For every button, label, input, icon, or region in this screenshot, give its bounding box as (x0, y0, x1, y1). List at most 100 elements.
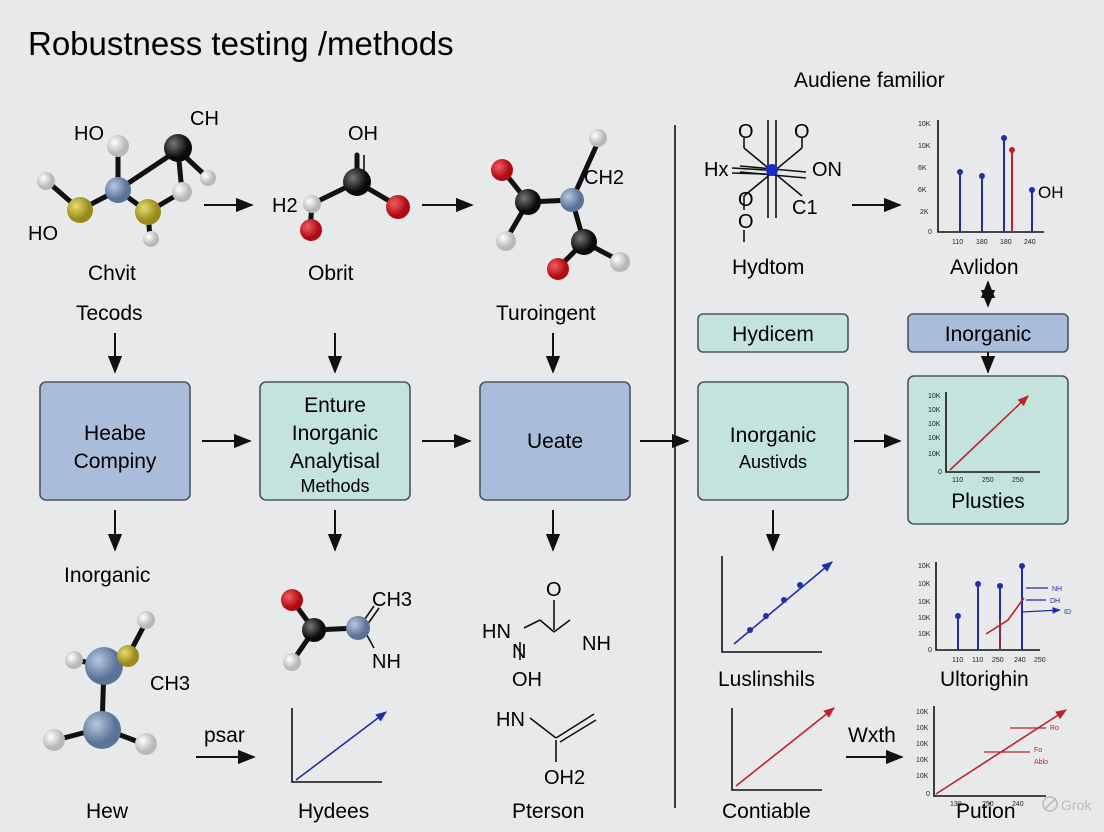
box-ueate: Ueate (479, 381, 631, 501)
atom-label: O (738, 189, 754, 211)
tick-label: 10K (918, 563, 931, 570)
atom-label: CH2 (584, 167, 624, 189)
atom-label: H2 (272, 195, 298, 217)
atom-label: C1 (792, 197, 818, 219)
tick-label: 110 (952, 477, 963, 484)
box-line: Inorganic (730, 424, 816, 447)
tick-label: 10K (928, 451, 941, 458)
atom-label: CH3 (150, 673, 190, 695)
box-line: Austivds (739, 452, 807, 472)
tick-label: 250 (1012, 477, 1024, 484)
caption-c1-below: Inorganic (64, 564, 150, 587)
legend-label: ID (1064, 609, 1071, 616)
box-inorganic-austivds: Inorganic Austivds (697, 381, 849, 501)
plot-c2-bottom (291, 708, 387, 783)
legend-label: DH (1050, 598, 1060, 605)
tick-label: 10K (916, 773, 929, 780)
tick-label: 10K (928, 421, 941, 428)
box-line: Inorganic (292, 422, 378, 445)
box-heabe-compiny: Heabe Compiny (39, 381, 191, 501)
caption-c5-1: Avlidon (950, 256, 1019, 279)
caption-c2-bottom: Hydees (298, 800, 369, 823)
atom-label: Hx (704, 159, 728, 181)
molecule-c2-top: OH H2 (272, 123, 410, 241)
structure-c3-bottom: HN OH2 (496, 709, 597, 789)
tick-label: 240 (1012, 801, 1024, 808)
caption-c3-2: Turoingent (496, 302, 596, 325)
caption-c4-1: Hydtom (732, 256, 804, 279)
box-inorganic-c5: Inorganic (907, 313, 1069, 353)
atom-label: O (738, 121, 754, 143)
tick-label: 180 (1000, 239, 1012, 246)
molecule-c2-bottom: CH3 NH (281, 589, 412, 673)
tick-label: 0 (938, 469, 942, 476)
molecule-c3-top: CH2 (491, 129, 630, 280)
box-line: Compiny (74, 450, 157, 473)
tick-label: 0 (928, 229, 932, 236)
tick-label: 240 (1024, 239, 1036, 246)
tick-label: 6K (918, 165, 927, 172)
structure-c4-top: O O Hx ON O C1 O (704, 120, 842, 242)
tick-label: 10K (916, 757, 929, 764)
atom-label: N (512, 641, 526, 663)
legend-label: Ro (1050, 725, 1059, 732)
tick-label: 10K (918, 615, 931, 622)
atom-label: OH2 (544, 767, 585, 789)
diagram-title: Robustness testing /methods (28, 25, 454, 62)
legend-label: NH (1052, 586, 1062, 593)
plot-c4-mid (721, 556, 833, 653)
tick-label: 0 (928, 647, 932, 654)
atom-label: NH (372, 651, 401, 673)
molecule-c1-bottom: CH3 (43, 611, 190, 755)
tick-label: 10K (916, 709, 929, 716)
tick-label: 10K (928, 435, 941, 442)
tick-label: 10K (918, 581, 931, 588)
box-plusties: 10K 10K 10K 10K 10K 0 110 250 250 Plusti… (907, 375, 1069, 525)
caption-c5-plot: Ultorighin (940, 668, 1029, 691)
atom-label: HO (74, 123, 104, 145)
plot-c5-bottom: Ro Fo Ablo 10K 10K 10K 10K 10K 0 130 250… (916, 706, 1067, 808)
caption-c5-bottom: Pution (956, 800, 1016, 823)
tick-label: 10K (916, 725, 929, 732)
atom-label: O (546, 579, 562, 601)
tick-label: 10K (918, 631, 931, 638)
tick-label: 110 (952, 657, 963, 664)
tick-label: 110 (972, 657, 983, 664)
tick-label: 10K (928, 407, 941, 414)
atom-label: O (794, 121, 810, 143)
tick-label: 240 (1014, 657, 1026, 664)
atom-label: OH (512, 669, 542, 691)
tick-label: 250 (982, 801, 994, 808)
box-line: Inorganic (945, 323, 1031, 346)
tick-label: 0 (926, 791, 930, 798)
plot-c5-top: OH 10K 10K 6K 6K 2K 0 110 180 180 240 (918, 120, 1064, 246)
tick-label: 180 (976, 239, 988, 246)
tick-label: 10K (918, 143, 931, 150)
box-line: Enture (304, 394, 366, 417)
atom-label: O (738, 211, 754, 233)
tick-label: 10K (918, 599, 931, 606)
tick-label: 130 (950, 801, 962, 808)
box-hydicem: Hydicem (697, 313, 849, 353)
y-ticks: 10K 10K 6K 6K 2K 0 (918, 121, 932, 236)
tick-label: 110 (952, 239, 963, 246)
plot-label: OH (1038, 183, 1064, 202)
grok-watermark: Grok (1042, 796, 1092, 813)
atom-label: CH (190, 108, 219, 130)
box-line: Ueate (527, 430, 583, 453)
tick-label: 250 (992, 657, 1004, 664)
caption-c3-bottom: Pterson (512, 800, 584, 823)
box-line: Hydicem (732, 323, 814, 346)
atom-label: CH3 (372, 589, 412, 611)
caption-c1-bottom: Hew (86, 800, 129, 823)
legend-label: Ablo (1034, 759, 1048, 766)
atom-label: ON (812, 159, 842, 181)
caption-c1-1: Chvit (88, 262, 136, 285)
plot-c4-bottom (731, 707, 835, 791)
molecule-c1-top: HO CH HO (28, 108, 219, 247)
watermark-text: Grok (1061, 797, 1092, 813)
atom-label: HN (496, 709, 525, 731)
box-line: Heabe (84, 422, 146, 445)
box-line: Analytisal (290, 450, 380, 473)
